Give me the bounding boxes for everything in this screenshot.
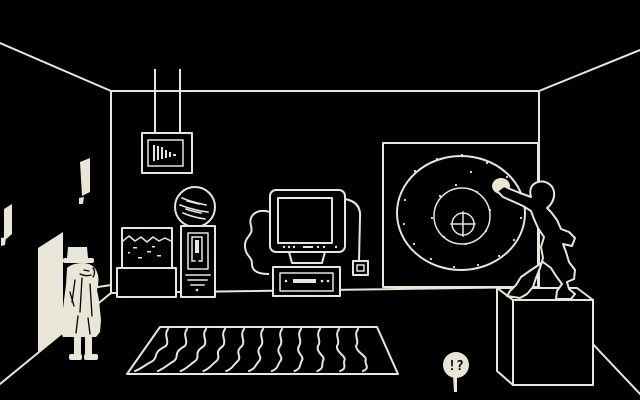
drive-slot[interactable] (293, 279, 316, 283)
speech-balloon[interactable]: !? (443, 352, 469, 392)
pedestal-front[interactable] (512, 299, 594, 386)
dispenser-icon (191, 236, 203, 262)
wall-dial-panel[interactable] (382, 142, 539, 288)
crosshair-icon (450, 211, 476, 237)
striped-sign[interactable] (174, 186, 216, 228)
aquarium-stand[interactable] (116, 267, 177, 298)
balloon-label: !? (448, 359, 464, 374)
speaker-icon (153, 145, 176, 161)
leg-left (74, 337, 81, 354)
monitor-screen[interactable] (277, 197, 333, 244)
hat-brim (63, 258, 94, 263)
shoe-left (69, 354, 82, 360)
fish-marks (128, 246, 161, 259)
balloon-tail (453, 376, 457, 392)
coiled-cable (243, 210, 272, 276)
walking-stick (96, 283, 113, 289)
statue-figure[interactable] (496, 180, 576, 300)
leg-right (85, 337, 92, 354)
shoe-right (84, 354, 98, 360)
display-cabinet[interactable] (180, 225, 216, 298)
outlet-socket (356, 264, 365, 272)
power-cable (343, 197, 362, 263)
detective-figure[interactable] (60, 247, 113, 360)
statue-on-pedestal[interactable] (496, 180, 594, 386)
hat-crown (67, 247, 88, 258)
cabinet-dot (195, 288, 199, 292)
vent-lines-icon (185, 274, 211, 286)
balloon-body[interactable] (443, 352, 469, 378)
aquarium-on-stand[interactable] (116, 227, 177, 298)
pedestal-side[interactable] (496, 287, 514, 386)
rug-pattern (133, 327, 368, 373)
speaker-wires (154, 69, 181, 134)
water-line (121, 235, 173, 243)
stripes-icon (179, 197, 209, 220)
power-outlet[interactable] (352, 260, 369, 276)
zigzag-rug[interactable] (126, 326, 399, 375)
doorway-light[interactable] (38, 232, 63, 353)
monitor-buttons[interactable] (282, 245, 338, 249)
dial-middle-ring (433, 187, 491, 245)
wall-window-light (79, 158, 90, 204)
monitor-stand (288, 251, 326, 264)
coat-folds (69, 267, 96, 335)
dispenser-item (195, 240, 199, 253)
ceiling-speaker[interactable] (141, 69, 193, 174)
aquarium-tank[interactable] (121, 227, 173, 269)
ceiling-edge (0, 41, 640, 92)
computer-terminal[interactable] (243, 189, 369, 297)
wall-light-strip (1, 204, 12, 246)
